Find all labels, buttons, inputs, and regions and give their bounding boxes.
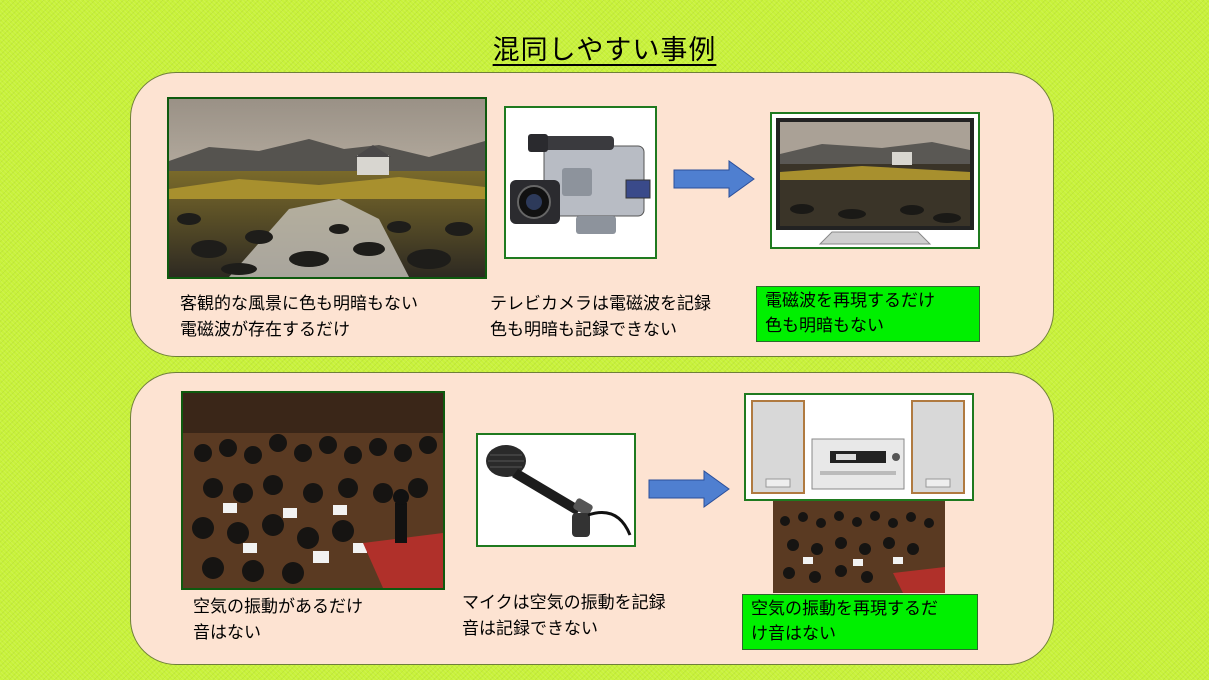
landscape-photo bbox=[167, 97, 487, 279]
result-line: け音はない bbox=[751, 624, 836, 644]
caption-line: 電磁波が存在するだけ bbox=[180, 320, 350, 340]
caption-line: マイクは空気の振動を記録 bbox=[462, 593, 666, 613]
caption-line: 空気の振動があるだけ bbox=[193, 597, 363, 617]
camera-caption: テレビカメラは電磁波を記録 色も明暗も記録できない bbox=[490, 291, 711, 343]
audio-result-box: 空気の振動を再現するだ け音はない bbox=[742, 594, 978, 650]
result-line: 電磁波を再現するだけ bbox=[765, 291, 935, 311]
orchestra-small-photo bbox=[773, 501, 945, 593]
caption-line: 色も明暗も記録できない bbox=[490, 320, 677, 340]
television-image bbox=[770, 112, 980, 249]
result-line: 空気の振動を再現するだ bbox=[751, 599, 938, 619]
orchestra-caption: 空気の振動があるだけ 音はない bbox=[193, 594, 363, 646]
microphone-icon bbox=[478, 435, 634, 545]
result-line: 色も明暗もない bbox=[765, 316, 884, 336]
microphone-caption: マイクは空気の振動を記録 音は記録できない bbox=[462, 590, 666, 642]
landscape-caption: 客観的な風景に色も明暗もない 電磁波が存在するだけ bbox=[180, 291, 418, 343]
orchestra-photo bbox=[181, 391, 445, 590]
caption-line: テレビカメラは電磁波を記録 bbox=[490, 294, 711, 314]
television-icon bbox=[772, 114, 978, 247]
stereo-system-image bbox=[744, 393, 974, 501]
video-camera-image bbox=[504, 106, 657, 259]
right-arrow-icon bbox=[648, 470, 730, 508]
caption-line: 音は記録できない bbox=[462, 619, 598, 639]
caption-line: 音はない bbox=[193, 623, 261, 643]
stereo-system-icon bbox=[746, 395, 972, 499]
right-arrow-icon bbox=[673, 160, 755, 198]
caption-line: 客観的な風景に色も明暗もない bbox=[180, 294, 418, 314]
video-camera-icon bbox=[506, 108, 655, 257]
visual-result-box: 電磁波を再現するだけ 色も明暗もない bbox=[756, 286, 980, 342]
page-title: 混同しやすい事例 bbox=[492, 35, 717, 66]
microphone-image bbox=[476, 433, 636, 547]
